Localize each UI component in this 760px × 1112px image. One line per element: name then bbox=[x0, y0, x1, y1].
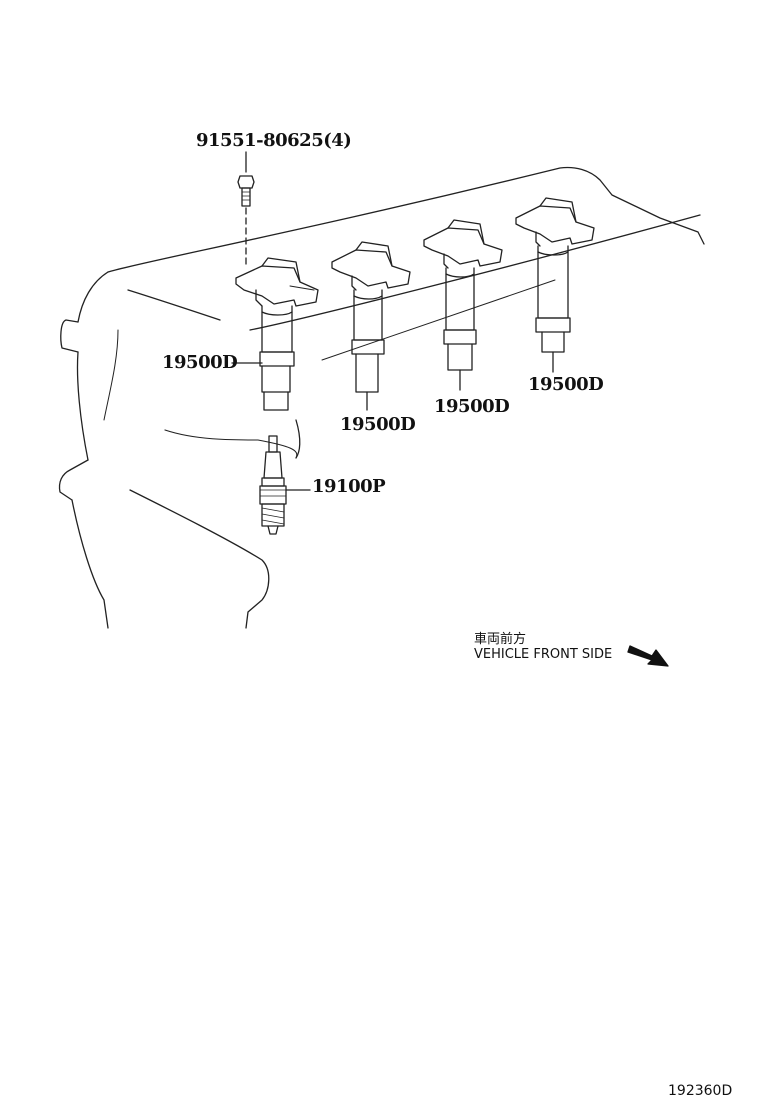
spark-plug-part bbox=[260, 436, 310, 534]
coil-4-part-number: 19500D bbox=[528, 374, 604, 395]
bolt-part-number: 91551-80625(4) bbox=[196, 130, 352, 151]
ignition-coil-3 bbox=[424, 220, 502, 390]
coil-3-part-number: 19500D bbox=[434, 396, 510, 417]
coil-2-part-number: 19500D bbox=[340, 414, 416, 435]
arrow-down-right-icon bbox=[628, 646, 668, 666]
ignition-coil-2 bbox=[332, 242, 410, 410]
figure-id: 192360D bbox=[668, 1083, 733, 1099]
bolt-part bbox=[238, 152, 254, 268]
ignition-coil-1 bbox=[232, 258, 318, 410]
engine-head-outline bbox=[59, 168, 704, 629]
coil-1-part-number: 19500D bbox=[162, 352, 238, 373]
vehicle-front-label-jp: 車両前方 bbox=[474, 632, 527, 647]
vehicle-front-label: VEHICLE FRONT SIDE bbox=[474, 647, 613, 662]
spark-plug-part-number: 19100P bbox=[312, 476, 386, 497]
ignition-coil-4 bbox=[516, 198, 594, 372]
